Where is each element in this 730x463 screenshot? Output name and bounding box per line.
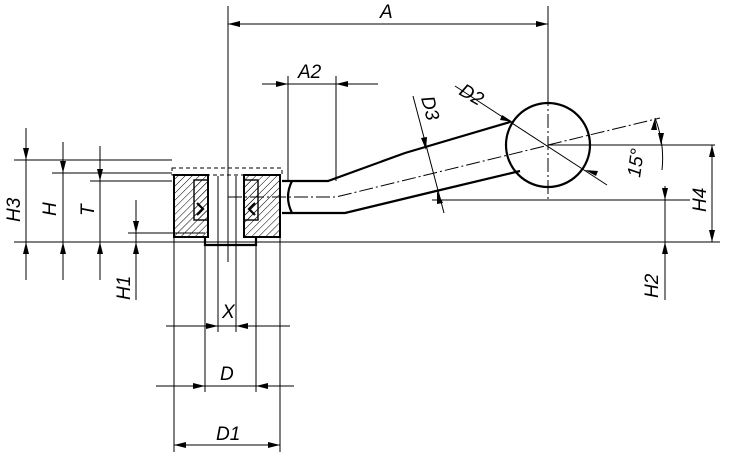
retaining-ring-left — [196, 202, 205, 216]
dimension-d3-line — [412, 95, 445, 214]
lever-arm — [228, 120, 546, 215]
dimension-d-label: D — [220, 364, 234, 385]
retaining-ring-right — [247, 202, 256, 216]
dimension-d2-line — [454, 85, 608, 186]
arm-end-curve — [286, 180, 293, 214]
hub-bottom-spigot — [203, 237, 258, 247]
dimension-t-label: T — [78, 203, 99, 216]
dimension-h-label: H — [40, 202, 61, 216]
arm-centerline — [228, 145, 546, 198]
dimension-a2-label: A2 — [297, 62, 322, 83]
arm-upper-edge — [282, 120, 511, 183]
dimension-h1-label: H1 — [114, 276, 135, 300]
angle-reference-line — [547, 117, 661, 146]
angle-arc — [654, 117, 664, 171]
dimension-d3-label: D3 — [416, 94, 443, 123]
dimension-a-label: A — [379, 2, 393, 23]
dimension-d2-label: D2 — [456, 80, 488, 111]
dimension-x-label: X — [221, 302, 236, 323]
dimension-d1-label: D1 — [216, 424, 240, 445]
dimension-h2-label: H2 — [642, 273, 663, 298]
hub-top-hidden-outline — [171, 167, 283, 176]
insert-right — [243, 179, 259, 221]
hub — [171, 167, 283, 247]
arm-lower-edge — [282, 169, 521, 215]
insert-left — [193, 179, 209, 221]
dimension-h3-label: H3 — [4, 197, 25, 222]
dimension-h4-label: H4 — [690, 188, 711, 212]
angle-label: 15° — [624, 147, 649, 179]
